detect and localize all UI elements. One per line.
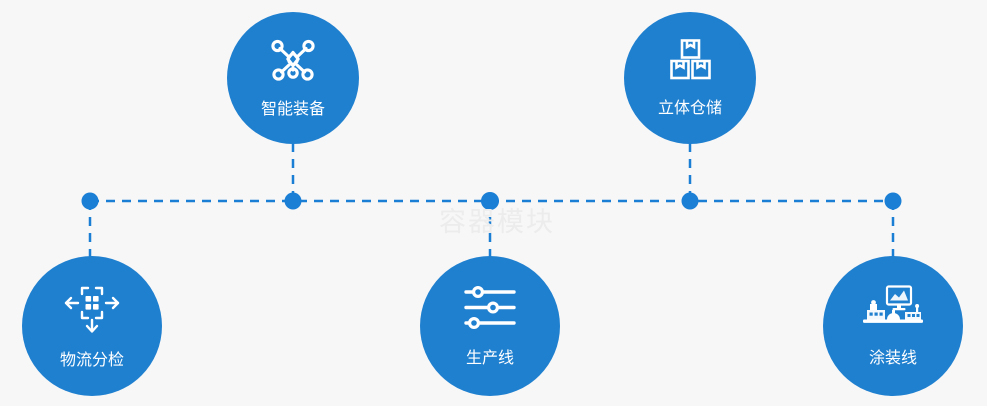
node-production-line[interactable]: 生产线 (420, 256, 560, 396)
network-nodes-icon (268, 37, 318, 85)
node-painting-line[interactable]: 涂装线 (823, 256, 963, 396)
junction-warehouse (681, 192, 699, 210)
center-watermark: 容器模块 (439, 207, 555, 238)
node-label-logistics-sorting: 物流分检 (59, 350, 124, 369)
node-label-smart-equipment: 智能装备 (260, 99, 325, 118)
node-label-painting-line: 涂装线 (868, 348, 917, 367)
sliders-icon (462, 284, 518, 332)
node-label-production-line: 生产线 (465, 348, 514, 367)
junction-left (81, 192, 99, 210)
node-logistics-sorting[interactable]: 物流分检 (22, 256, 162, 396)
stacked-boxes-icon (665, 38, 715, 84)
junction-smart (284, 192, 302, 210)
factory-monitor-icon (859, 284, 927, 332)
sorting-arrows-icon (61, 282, 123, 334)
node-stereo-warehouse[interactable]: 立体仓储 (624, 12, 756, 144)
node-smart-equipment[interactable]: 智能装备 (227, 12, 359, 144)
junction-right (884, 192, 902, 210)
node-label-stereo-warehouse: 立体仓储 (657, 98, 722, 117)
